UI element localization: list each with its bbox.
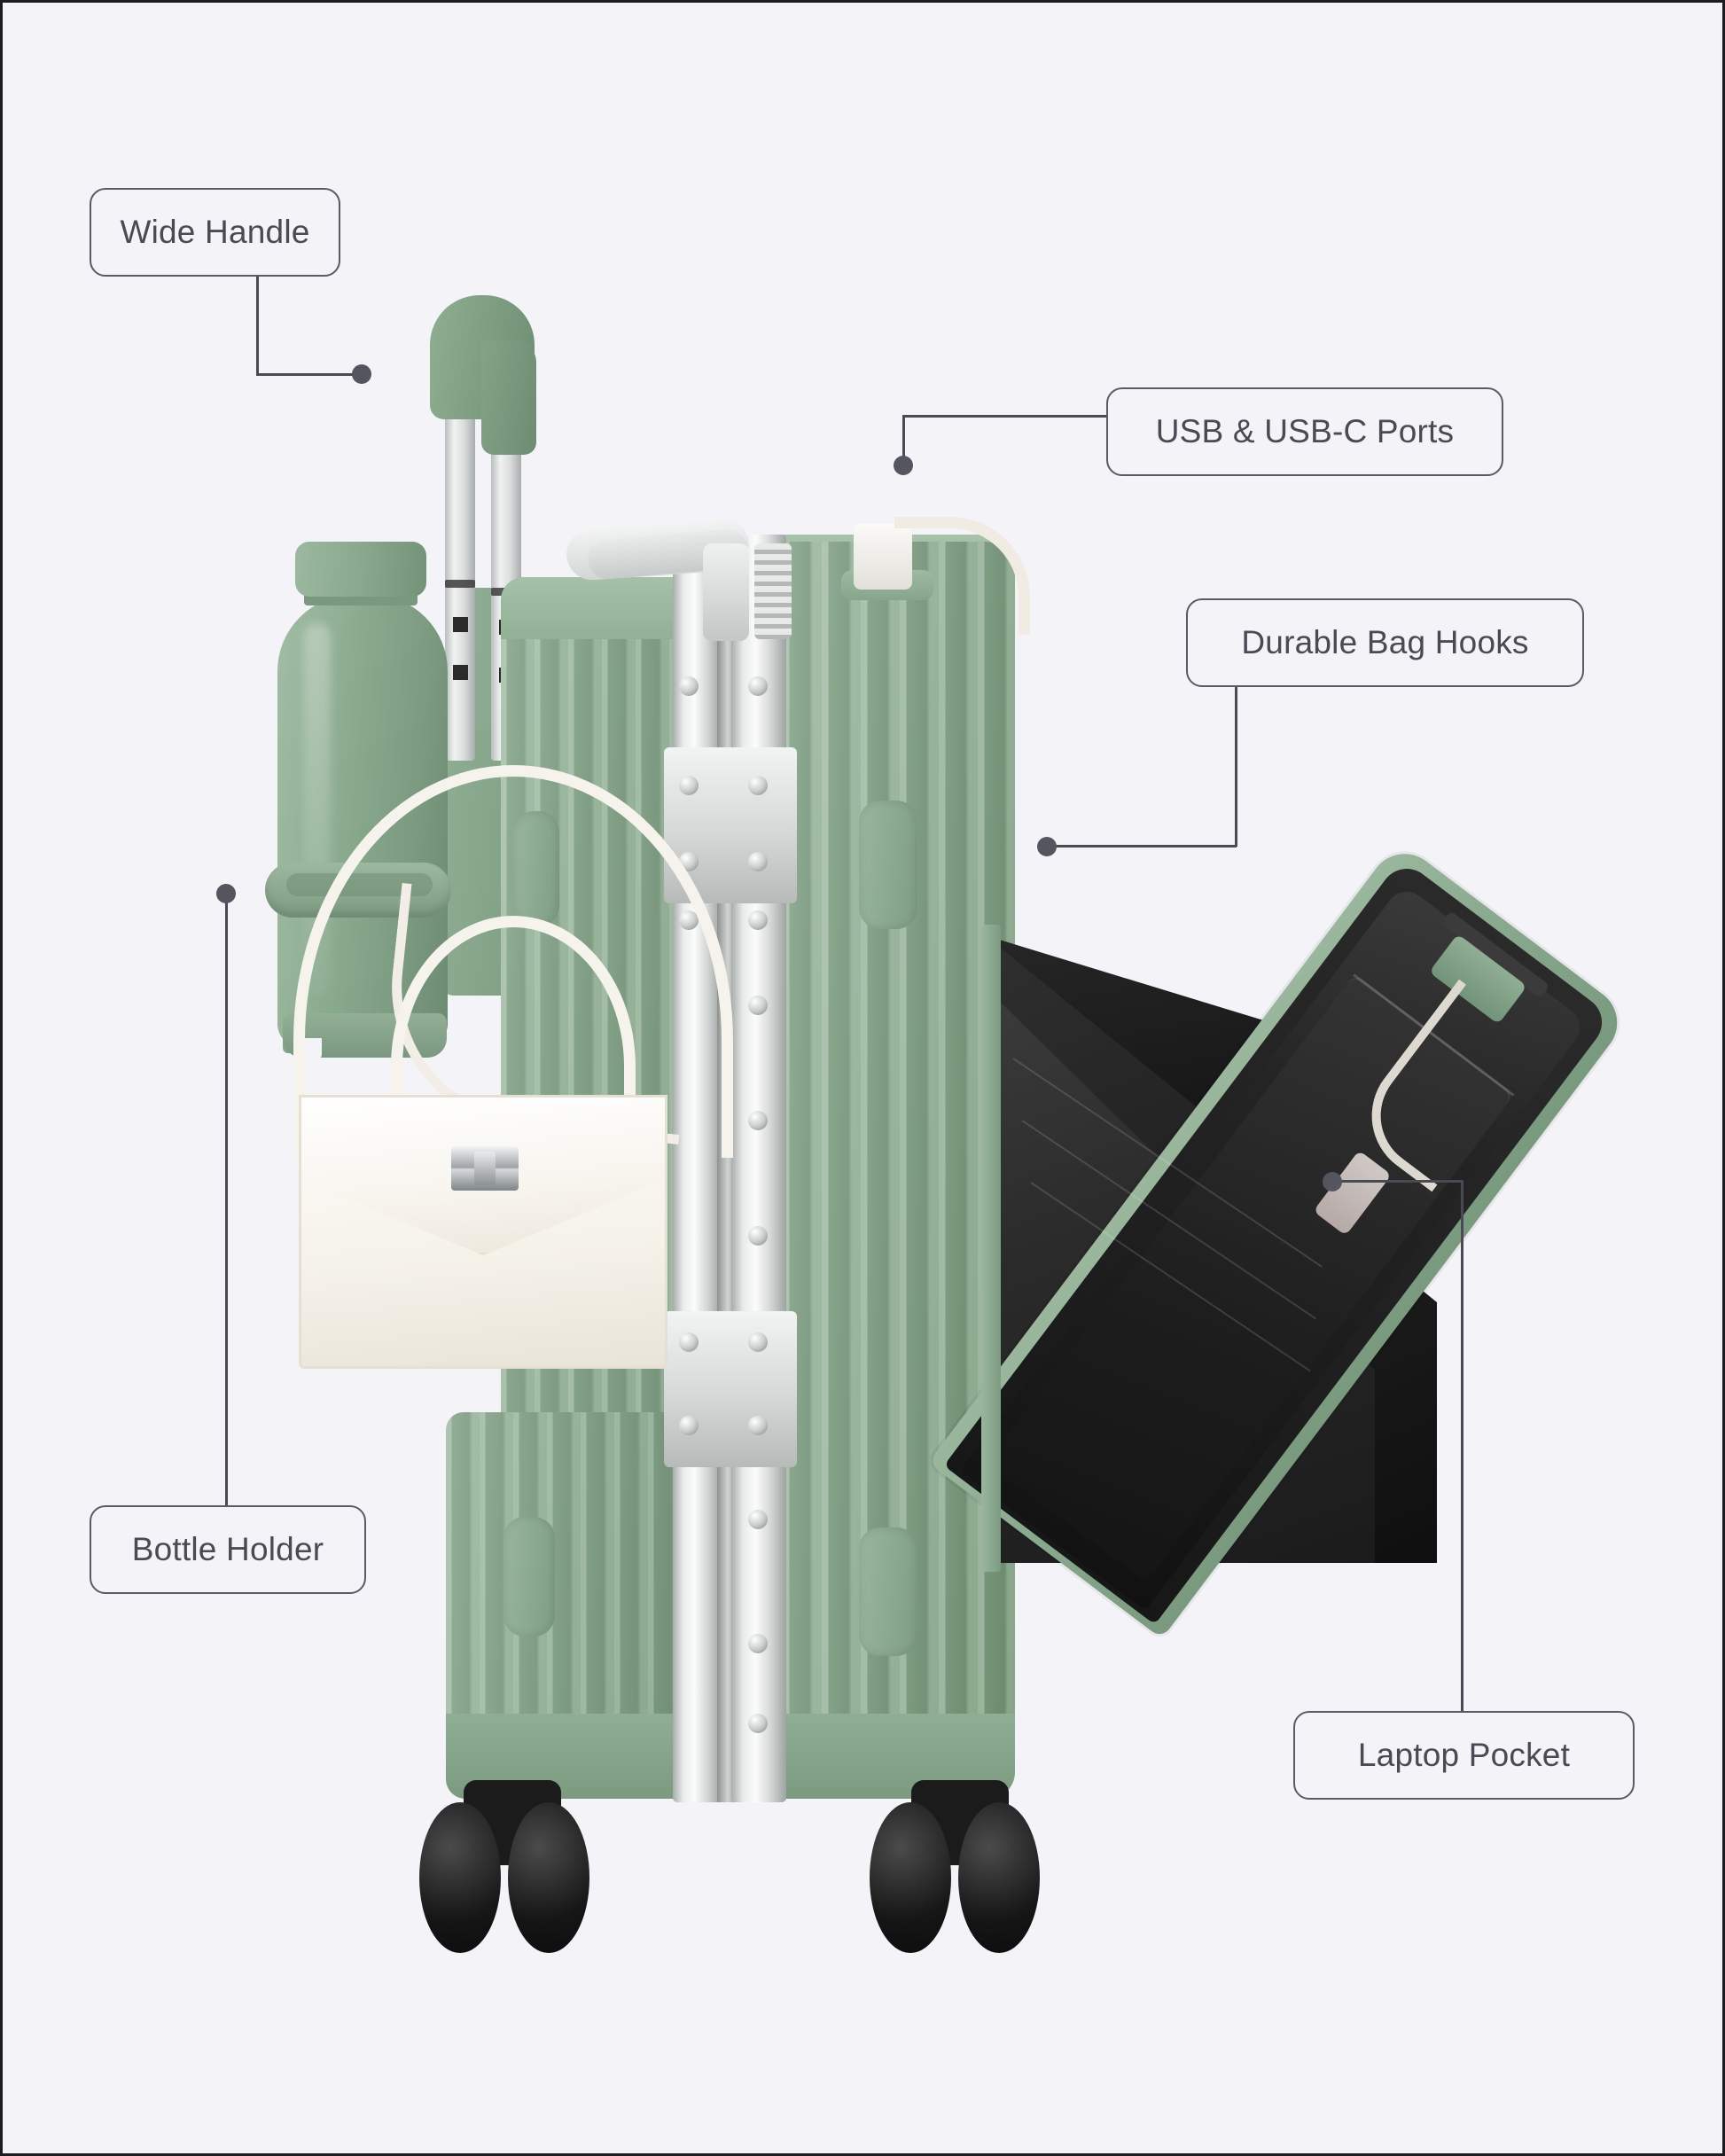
- handle-post-left: [445, 406, 475, 761]
- frame-rivet: [748, 910, 768, 930]
- wide-handle-grip-side: [481, 340, 536, 455]
- callout-label-wide-handle: Wide Handle: [120, 214, 310, 250]
- water-bottle-cap: [295, 542, 426, 597]
- callout-dot-bag-hooks: [1037, 837, 1057, 856]
- frame-rivet: [679, 676, 699, 696]
- frame-rivet: [748, 996, 768, 1015]
- frame-rivet: [748, 1226, 768, 1246]
- bag-hook-tab[interactable]: [703, 543, 749, 641]
- callout-dot-usb-ports: [894, 456, 913, 475]
- usb-charging-cable: [894, 517, 1030, 635]
- frame-rivet: [748, 1510, 768, 1529]
- compartment-shell-edge: [981, 925, 1001, 1572]
- connector-usb-vertical: [902, 416, 905, 465]
- spinner-wheel: [508, 1802, 589, 1953]
- callout-laptop-pocket[interactable]: Laptop Pocket: [1293, 1711, 1635, 1800]
- handbag-turn-lock-bar: [474, 1152, 496, 1185]
- callout-wide-handle[interactable]: Wide Handle: [90, 188, 340, 277]
- callout-dot-laptop-pocket: [1323, 1172, 1342, 1191]
- shell-front-top-edge: [501, 577, 678, 639]
- frame-rivet: [748, 1332, 768, 1352]
- connector-bag-hooks-horizontal: [1054, 845, 1237, 848]
- connector-wide-handle-vertical: [256, 277, 259, 375]
- callout-bag-hooks[interactable]: Durable Bag Hooks: [1186, 598, 1584, 687]
- side-grip-lower-front[interactable]: [503, 1517, 555, 1637]
- callout-label-bottle-holder: Bottle Holder: [131, 1531, 324, 1567]
- connector-laptop-pocket-horizontal: [1339, 1180, 1464, 1183]
- handle-post-band: [445, 580, 475, 588]
- frame-rivet: [679, 1416, 699, 1435]
- suitcase-illustration: [3, 3, 1722, 2153]
- callout-usb-ports[interactable]: USB & USB-C Ports: [1106, 387, 1503, 476]
- frame-rivet: [748, 676, 768, 696]
- frame-rivet: [748, 776, 768, 795]
- aluminum-frame-rail-right: [731, 535, 786, 1802]
- handle-release-marker: [453, 617, 468, 632]
- spinner-wheel: [870, 1802, 951, 1953]
- frame-rivet: [679, 1332, 699, 1352]
- spinner-wheel: [958, 1802, 1040, 1953]
- side-grip-lower-back[interactable]: [859, 1527, 917, 1656]
- callout-label-laptop-pocket: Laptop Pocket: [1357, 1737, 1571, 1773]
- connector-bottle-holder-vertical: [225, 900, 228, 1507]
- handle-release-marker: [453, 665, 468, 680]
- callout-dot-bottle-holder: [216, 884, 236, 903]
- spinner-wheel: [419, 1802, 501, 1953]
- connector-bag-hooks-vertical: [1235, 687, 1237, 847]
- handbag: [269, 765, 733, 1386]
- connector-wide-handle-horizontal: [256, 373, 366, 376]
- frame-rivet: [748, 1111, 768, 1130]
- frame-rivet: [748, 1416, 768, 1435]
- callout-label-usb-ports: USB & USB-C Ports: [1155, 413, 1455, 449]
- callout-bottle-holder[interactable]: Bottle Holder: [90, 1505, 366, 1594]
- frame-rivet: [679, 776, 699, 795]
- side-grip-upper-back[interactable]: [859, 801, 917, 929]
- callout-dot-wide-handle: [352, 364, 371, 384]
- frame-rivet: [748, 1634, 768, 1653]
- frame-rivet: [748, 852, 768, 871]
- bag-hook-ribbed-tab[interactable]: [754, 543, 792, 639]
- connector-usb-horizontal: [902, 415, 1108, 418]
- callout-label-bag-hooks: Durable Bag Hooks: [1241, 624, 1529, 660]
- connector-laptop-pocket-vertical: [1461, 1180, 1464, 1712]
- frame-rivet: [748, 1714, 768, 1733]
